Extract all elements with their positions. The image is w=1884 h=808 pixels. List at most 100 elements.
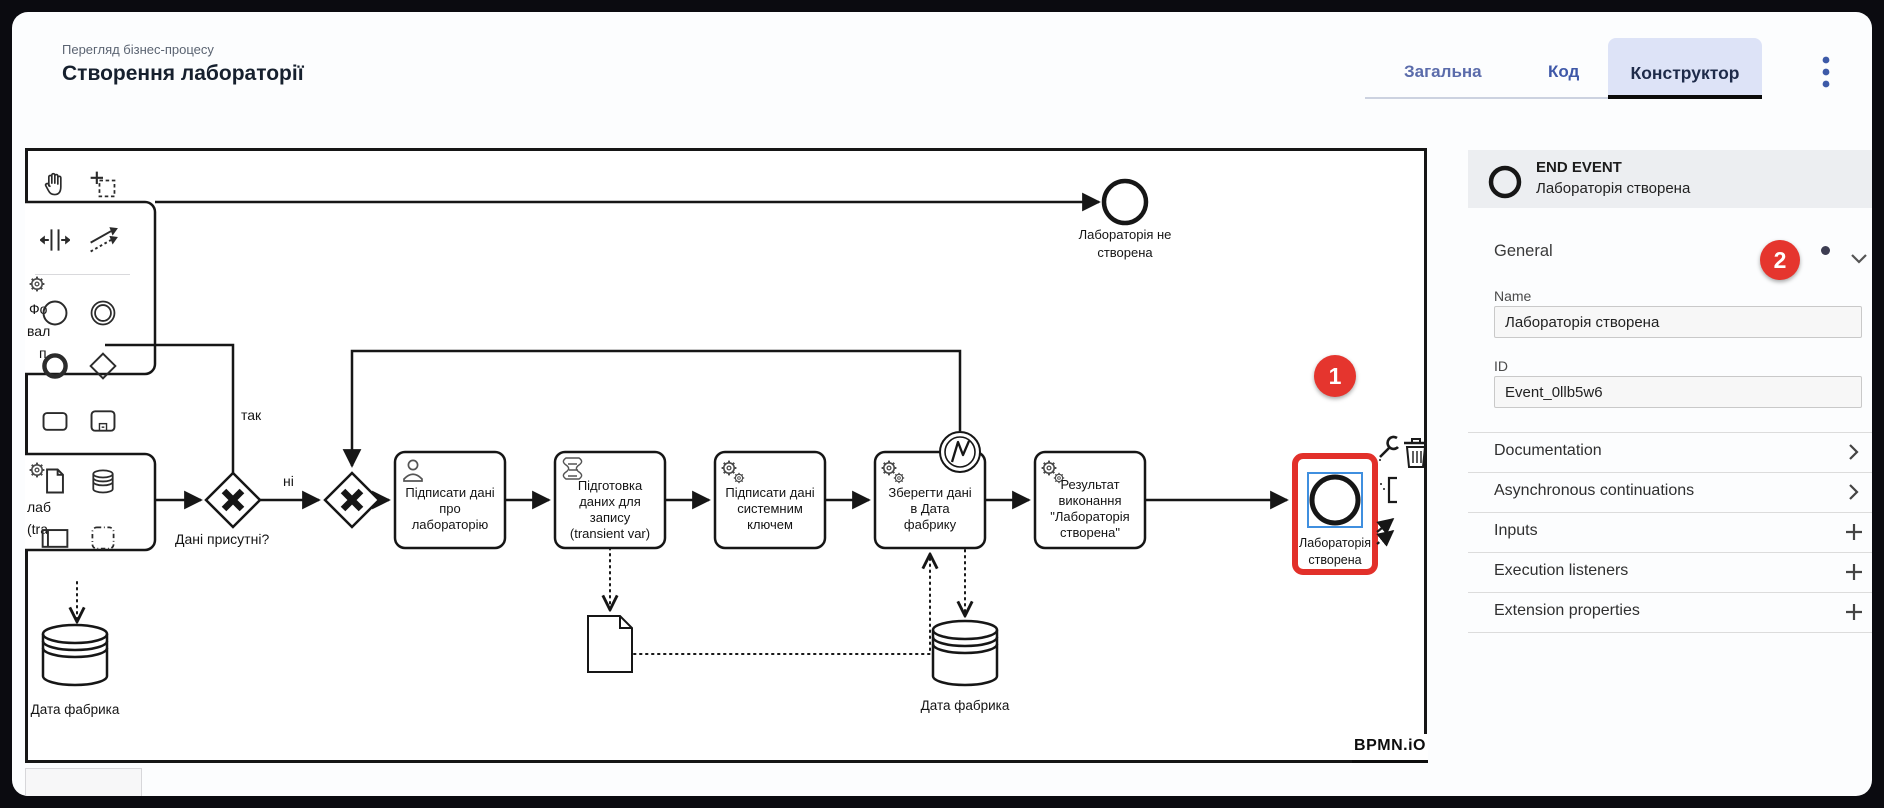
task-save-data-factory[interactable]: Зберегти дані в Дата фабрику [873,450,987,550]
flow-error-retry[interactable] [342,349,962,468]
task-sign-system-key[interactable]: Підписати дані системним ключем [713,450,827,550]
data-store-left[interactable] [41,623,109,687]
chevron-right-icon[interactable] [1844,442,1864,462]
svg-text:вал: вал [27,323,50,339]
create-gateway[interactable] [85,348,121,384]
data-store-right-label: Дата фабрика [921,698,1010,713]
create-data-store[interactable] [85,463,121,499]
error-icon [950,440,971,463]
create-group[interactable] [85,520,121,556]
name-field-label: Name [1494,288,1532,304]
tabs-divider [1365,97,1608,99]
plus-icon[interactable] [1844,602,1864,622]
create-start-event[interactable] [37,295,73,331]
section-async-continuations[interactable]: Asynchronous continuations [1494,482,1695,499]
assoc-dataobject-task4[interactable] [633,556,930,655]
svg-text:створена: створена [1308,553,1361,567]
create-task[interactable] [37,403,73,439]
app-card: Перегляд бізнес-процесу Створення лабора… [12,12,1872,796]
connect-tool-icon[interactable] [1376,517,1395,547]
data-object[interactable] [587,615,633,673]
task-result-created[interactable]: Результат виконання "Лабораторія створен… [1033,450,1147,550]
data-store-left-label: Дата фабрика [31,702,120,717]
svg-text:лабораторію: лабораторію [412,517,489,532]
svg-text:фабрику: фабрику [904,517,957,532]
svg-text:запису: запису [590,510,631,525]
create-subprocess[interactable] [85,403,121,439]
svg-text:Підготовка: Підготовка [578,478,643,493]
chevron-down-icon[interactable] [1850,252,1868,266]
gateway-question-label: Дані присутні? [175,531,269,547]
task-prepare-data[interactable]: Підготовка даних для запису (transient v… [553,450,667,550]
bpmn-palette [25,171,142,796]
group-general[interactable]: General [1494,242,1553,260]
flow-yes-branch[interactable] [105,343,235,473]
selection-box [1307,472,1363,528]
no-label: ні [283,473,294,489]
name-input[interactable] [1494,306,1862,338]
page-title: Створення лабораторії [62,62,304,85]
breadcrumb: Перегляд бізнес-процесу [62,42,214,57]
svg-text:Зберегти дані: Зберегти дані [888,485,971,500]
gateway-merge[interactable] [323,471,381,529]
tab-zagalna[interactable]: Загальна [1404,62,1482,81]
global-connect-tool[interactable] [85,222,121,258]
plus-icon[interactable] [1844,522,1864,542]
svg-text:Результат: Результат [1060,477,1119,492]
lasso-tool[interactable] [85,166,121,202]
error-boundary-event[interactable] [939,431,981,473]
bpmn-diagram: Фо вал п лаб (tra [12,148,1428,763]
id-input[interactable] [1494,376,1862,408]
yes-label: так [241,407,262,423]
svg-text:Підписати дані: Підписати дані [405,485,494,500]
svg-text:створена: створена [1097,245,1153,260]
svg-text:в Дата: в Дата [910,501,950,516]
create-data-object[interactable] [37,463,73,499]
create-intermediate-event[interactable] [85,295,121,331]
properties-panel-header [1468,150,1872,208]
hand-tool[interactable] [37,166,73,202]
section-documentation[interactable]: Documentation [1494,442,1602,459]
wrench-icon[interactable] [1379,435,1399,461]
plus-icon[interactable] [1844,562,1864,582]
selected-element-name: Лабораторія створена [1536,180,1691,197]
delete-icon[interactable] [1404,438,1428,468]
svg-text:п: п [39,345,47,361]
svg-text:Лабораторія: Лабораторія [1299,536,1371,550]
section-inputs[interactable]: Inputs [1494,522,1538,539]
svg-text:про: про [439,501,461,516]
red-highlight-box [1292,453,1378,575]
tab-konstruktor[interactable] [1608,38,1762,98]
append-text-annotation-icon[interactable] [1380,476,1397,504]
space-tool[interactable] [37,222,73,258]
create-participant[interactable] [37,520,73,556]
svg-text:виконання: виконання [1058,493,1121,508]
bpmn-canvas[interactable]: Фо вал п лаб (tra [12,148,1428,796]
svg-text:Підписати дані: Підписати дані [725,485,814,500]
tab-kod[interactable]: Код [1548,62,1580,81]
svg-text:"Лабораторія: "Лабораторія [1050,509,1129,524]
end-event-created-selected[interactable]: Лабораторія створена [1299,472,1371,567]
chevron-right-icon[interactable] [1844,482,1864,502]
end-event-not-created[interactable]: Лабораторія не створена [1079,178,1172,260]
data-store-right[interactable] [931,619,999,687]
task-sign-lab-data[interactable]: Підписати дані про лабораторію [393,450,507,550]
svg-text:Лабораторія не: Лабораторія не [1079,227,1172,242]
context-pad [1376,435,1428,547]
svg-text:ключем: ключем [747,517,793,532]
section-execution-listeners[interactable]: Execution listeners [1494,562,1629,579]
bpmn-io-logo[interactable]: BPMN.iO [1352,734,1428,763]
gateway-data-present[interactable] [204,471,262,529]
section-extension-properties[interactable]: Extension properties [1494,602,1640,619]
kebab-menu-button[interactable] [1812,48,1840,98]
kebab-icon [1822,56,1830,88]
id-field-label: ID [1494,358,1508,374]
end-event-icon [1488,165,1522,199]
create-end-event[interactable] [37,348,73,384]
script-task-icon [562,457,583,480]
svg-text:створена": створена" [1060,525,1120,540]
group-modified-dot [1821,246,1830,255]
svg-text:даних для: даних для [579,494,641,509]
user-task-icon [403,459,423,482]
palette-separator [35,274,130,275]
